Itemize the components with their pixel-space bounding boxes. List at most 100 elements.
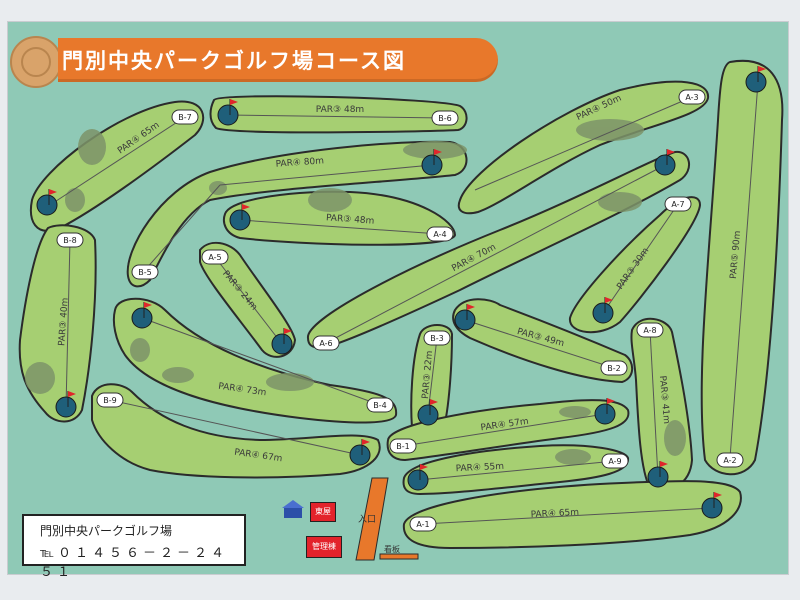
par-label: PAR⑤ 90m bbox=[729, 230, 743, 279]
bunker bbox=[65, 188, 85, 212]
flag-icon bbox=[607, 398, 615, 404]
hole-shape-a2 bbox=[700, 59, 784, 476]
tee-marker: B-3 bbox=[423, 330, 451, 346]
tee-marker: A-2 bbox=[716, 452, 744, 468]
hole-shape-b6 bbox=[209, 95, 468, 134]
bunker bbox=[308, 188, 352, 212]
flag-icon bbox=[430, 399, 438, 405]
tee-label: A-5 bbox=[208, 253, 221, 262]
bunker bbox=[130, 338, 150, 362]
green-with-flag bbox=[55, 391, 77, 418]
entrance-label: 入口 bbox=[358, 514, 376, 525]
par-label: PAR③ 22m bbox=[421, 350, 435, 399]
bunker bbox=[598, 192, 642, 212]
hole-shape-b5 bbox=[126, 140, 468, 288]
tee-marker: B-2 bbox=[600, 360, 628, 376]
green-with-flag bbox=[701, 492, 723, 519]
tee-marker: B-5 bbox=[131, 264, 159, 280]
green-with-flag bbox=[594, 398, 616, 425]
green-with-flag bbox=[647, 461, 669, 488]
flag-icon bbox=[605, 297, 613, 303]
green-with-flag bbox=[36, 189, 58, 216]
tee-label: A-8 bbox=[643, 326, 656, 335]
info-tel: ℡０１４５６－２－２４５１ bbox=[40, 546, 228, 580]
flag-icon bbox=[467, 304, 475, 310]
tee-label: A-6 bbox=[319, 339, 332, 348]
bunker bbox=[559, 406, 591, 418]
tee-label: B-4 bbox=[373, 401, 386, 410]
hole-shape-b4 bbox=[112, 297, 398, 424]
tee-marker: A-9 bbox=[601, 453, 629, 469]
par-label: PAR③ 48m bbox=[326, 213, 375, 226]
flag-icon bbox=[68, 391, 76, 397]
tee-marker: B-8 bbox=[56, 232, 84, 248]
flag-icon bbox=[420, 464, 428, 470]
tee-marker: A-6 bbox=[312, 335, 340, 351]
tee-marker: A-4 bbox=[426, 226, 454, 242]
tee-marker: B-6 bbox=[431, 110, 459, 126]
green-with-flag bbox=[349, 439, 371, 466]
par-label: PAR③ 41m bbox=[657, 375, 671, 424]
tee-marker: B-9 bbox=[96, 392, 124, 408]
tee-marker: B-7 bbox=[171, 109, 199, 125]
tee-label: B-1 bbox=[396, 442, 409, 451]
signboard-mark bbox=[379, 553, 419, 560]
tee-label: A-4 bbox=[433, 230, 446, 239]
bunker bbox=[78, 129, 106, 165]
hole-shape-a1 bbox=[402, 480, 742, 550]
tee-label: B-5 bbox=[138, 268, 151, 277]
tee-marker: B-4 bbox=[366, 397, 394, 413]
title-banner bbox=[58, 38, 498, 82]
info-box: 門別中央パークゴルフ場 ℡０１４５６－２－２４５１ bbox=[22, 514, 246, 580]
green-with-flag bbox=[745, 66, 767, 93]
tee-marker: A-5 bbox=[201, 249, 229, 265]
hole-shape-b9 bbox=[91, 383, 381, 479]
flag-icon bbox=[362, 439, 370, 445]
tee-label: B-2 bbox=[607, 364, 620, 373]
flag-icon bbox=[230, 99, 238, 105]
tee-label: A-9 bbox=[608, 457, 621, 466]
blue-roof-icon bbox=[282, 500, 304, 518]
tee-label: B-3 bbox=[430, 334, 443, 343]
green-with-flag bbox=[417, 399, 439, 426]
flag-icon bbox=[144, 302, 152, 308]
green-with-flag bbox=[229, 204, 251, 231]
flag-icon bbox=[660, 461, 668, 467]
hole-shape-a6 bbox=[307, 150, 690, 350]
flag-icon bbox=[49, 189, 57, 195]
tee-label: A-3 bbox=[685, 93, 698, 102]
signboard-label: 看板 bbox=[384, 544, 400, 554]
hole-shape-a7 bbox=[569, 196, 702, 334]
tee-label: A-7 bbox=[671, 200, 684, 209]
tee-marker: A-1 bbox=[409, 516, 437, 532]
tee-label: B-6 bbox=[438, 114, 451, 123]
hole-shape-b8 bbox=[18, 224, 97, 423]
tee-marker: A-8 bbox=[636, 322, 664, 338]
bunker bbox=[266, 373, 314, 391]
office-building: 管理棟 bbox=[306, 536, 342, 558]
green-with-flag bbox=[131, 302, 153, 329]
tee-marker: A-3 bbox=[678, 89, 706, 105]
entrance-path bbox=[355, 477, 389, 561]
flag-icon bbox=[758, 66, 766, 72]
flag-icon bbox=[667, 149, 675, 155]
green-with-flag bbox=[654, 149, 676, 176]
hole-shape-a3 bbox=[457, 80, 710, 215]
tee-label: A-1 bbox=[416, 520, 429, 529]
par-label: PAR③ 40m bbox=[57, 297, 70, 346]
tee-marker: A-7 bbox=[664, 196, 692, 212]
par-label: PAR④ 65m bbox=[530, 508, 579, 521]
green-with-flag bbox=[217, 99, 239, 126]
bunker bbox=[664, 420, 686, 456]
flag-icon bbox=[242, 204, 250, 210]
par-label: PAR④ 80m bbox=[275, 156, 324, 169]
hole-shape-b2 bbox=[452, 298, 634, 384]
par-label: PAR④ 55m bbox=[455, 462, 504, 475]
flag-icon bbox=[284, 328, 292, 334]
info-name: 門別中央パークゴルフ場 bbox=[40, 524, 173, 538]
tee-label: B-8 bbox=[63, 236, 76, 245]
tee-label: B-7 bbox=[178, 113, 191, 122]
green-with-flag bbox=[592, 297, 614, 324]
green-with-flag bbox=[454, 304, 476, 331]
